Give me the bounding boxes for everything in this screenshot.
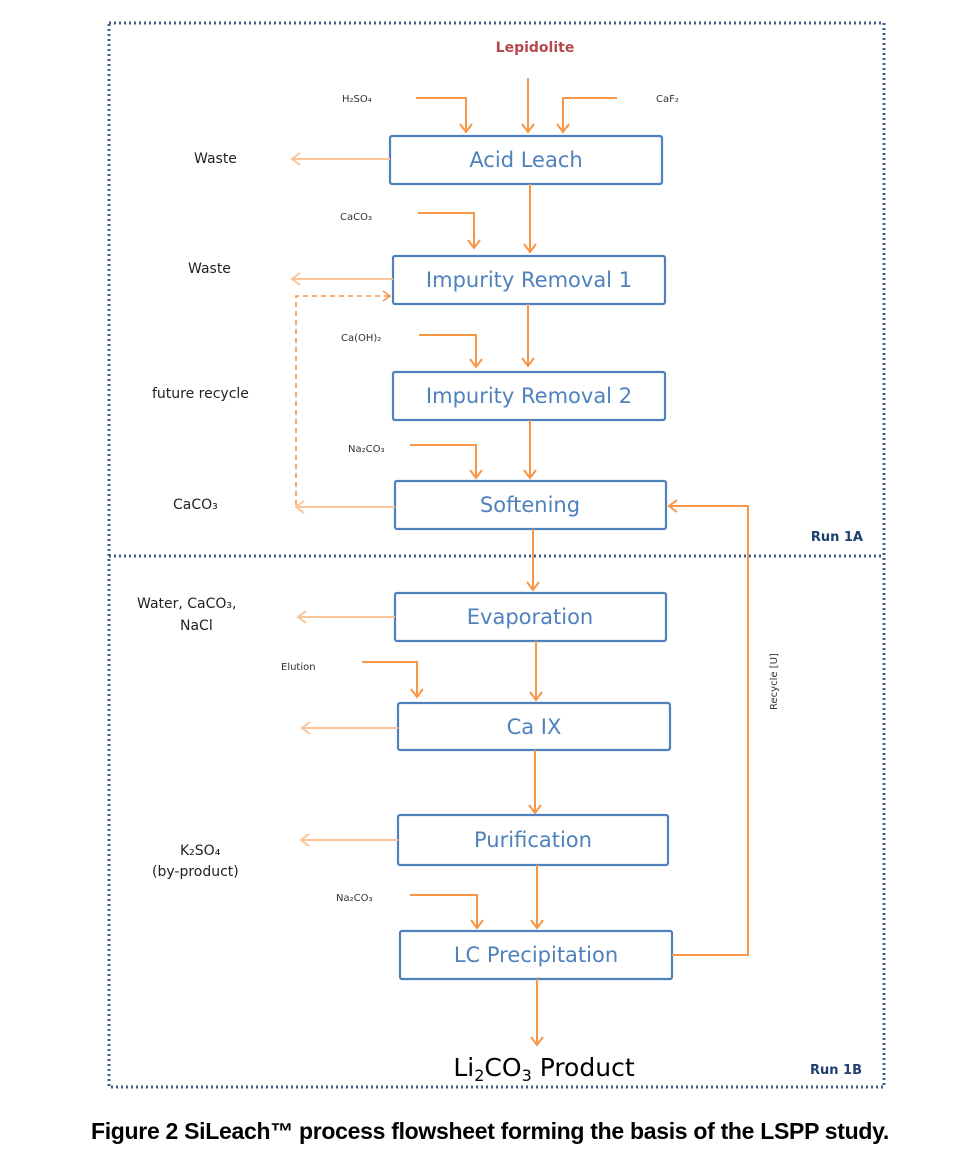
reagent-caf2: CaF₂ [656, 94, 679, 105]
unit-purification-label: Purification [474, 828, 592, 852]
stream-caoh2 [419, 334, 483, 369]
reagent-caco3: CaCO₃ [340, 212, 372, 223]
reagent-caoh2: Ca(OH)₂ [341, 333, 381, 344]
reagent-elution: Elution [281, 662, 316, 673]
unit-softening-label: Softening [480, 493, 580, 517]
output-acid-leach-waste: Waste [194, 151, 237, 167]
feed-label-lepidolite: Lepidolite [496, 40, 575, 56]
region-label-run-1b: Run 1B [810, 1063, 862, 1078]
stream-caco3 [418, 212, 481, 250]
unit-acid-leach-label: Acid Leach [469, 148, 582, 172]
reagent-na2co3-lc: Na₂CO₃ [336, 893, 372, 904]
product-li2co3: Li2CO3 Product [453, 1053, 634, 1085]
unit-evaporation-label: Evaporation [467, 605, 593, 629]
output-purification-line2: (by-product) [152, 864, 239, 880]
reagent-h2so4: H₂SO₄ [342, 94, 372, 105]
stream-h2so4 [416, 97, 473, 134]
label-future-recycle: future recycle [152, 386, 249, 402]
stream-future-recycle [295, 290, 392, 505]
output-ir1-waste: Waste [188, 261, 231, 277]
unit-ca-ix-label: Ca IX [507, 715, 562, 739]
label-recycle-u: Recycle [U] [769, 653, 780, 710]
reagent-na2co3-softening: Na₂CO₃ [348, 444, 384, 455]
unit-impurity-removal-1-label: Impurity Removal 1 [426, 268, 632, 292]
stream-caf2 [556, 97, 617, 134]
output-softening-caco3: CaCO₃ [173, 497, 218, 513]
output-evaporation-line1: Water, CaCO₃, [137, 596, 237, 612]
stream-na2co3-lc [410, 894, 484, 930]
unit-softening [393, 479, 668, 531]
region-label-run-1a: Run 1A [811, 530, 863, 545]
output-purification-line1: K₂SO₄ [180, 843, 221, 859]
output-evaporation-line2: NaCl [180, 618, 213, 634]
figure-caption: Figure 2 SiLeach™ process flowsheet form… [90, 1118, 890, 1144]
stream-na2co3-softening [410, 444, 483, 480]
unit-lc-precipitation-label: LC Precipitation [454, 943, 618, 967]
stream-recycle-u [667, 499, 749, 956]
stream-elution [362, 661, 424, 699]
unit-impurity-removal-2-label: Impurity Removal 2 [426, 384, 632, 408]
